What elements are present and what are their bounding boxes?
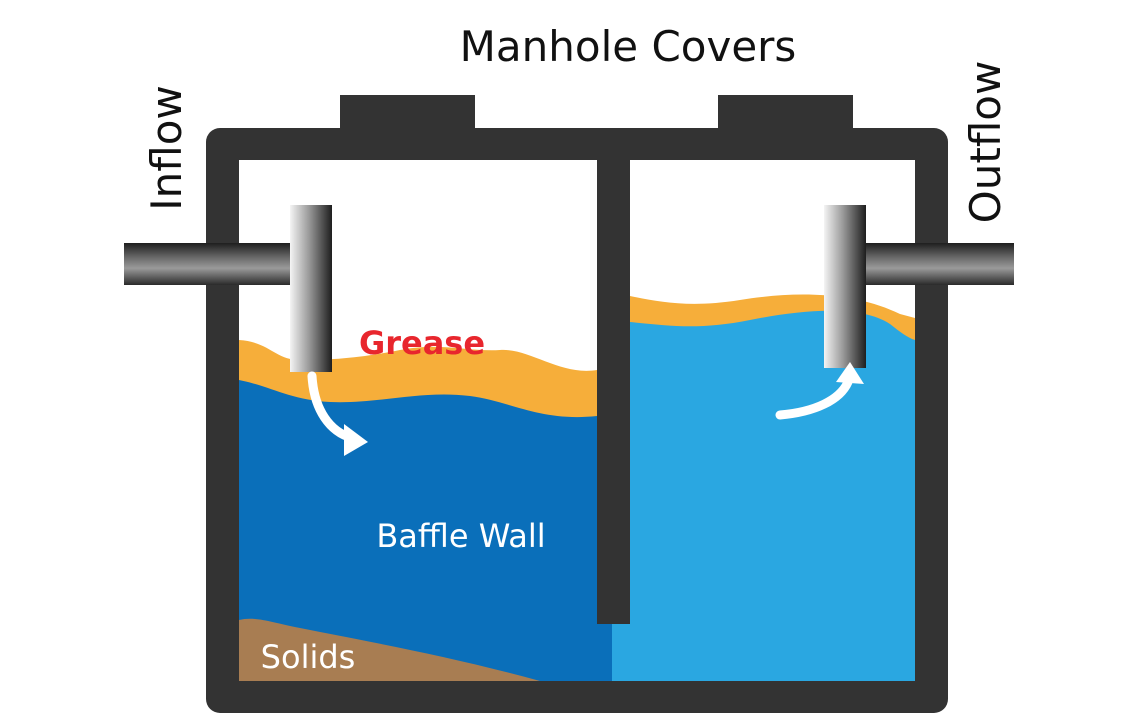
inflow-pipe-vertical <box>290 205 332 372</box>
title-manhole-covers: Manhole Covers <box>460 22 797 71</box>
inflow-label: Inflow <box>142 85 191 211</box>
water-inlet-chamber <box>239 380 597 681</box>
flow-arrow-up-icon <box>775 362 864 420</box>
outflow-pipe-horizontal <box>860 243 1014 285</box>
grease-label: Grease <box>359 324 485 362</box>
water-outlet-chamber <box>630 310 915 681</box>
baffle-wall <box>597 150 630 624</box>
solids-label: Solids <box>261 638 356 676</box>
solids-layer <box>239 618 540 681</box>
outflow-label: Outflow <box>961 61 1010 224</box>
flow-arrow-down-icon <box>307 371 368 456</box>
inflow-pipe-horizontal <box>124 243 294 285</box>
outflow-pipe-vertical <box>824 205 866 368</box>
baffle-wall-label: Baffle Wall <box>376 517 545 555</box>
